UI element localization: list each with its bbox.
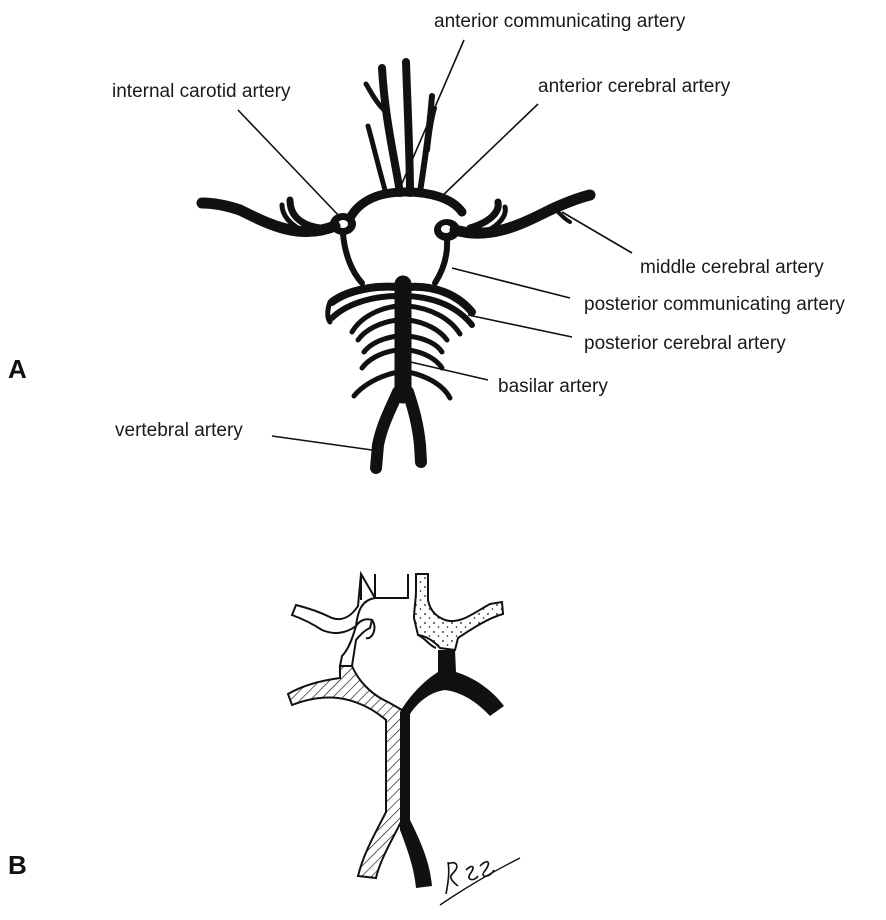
- label-anterior-communicating: anterior communicating artery: [434, 11, 686, 32]
- label-posterior-communicating: posterior communicating artery: [584, 294, 845, 315]
- internal-carotid-nodes: [330, 213, 460, 241]
- label-anterior-cerebral: anterior cerebral artery: [538, 76, 731, 97]
- left-hatched-vessel: [288, 666, 402, 878]
- right-anterior-dotted: [414, 574, 503, 650]
- vertebral-artery-shapes: [376, 392, 421, 468]
- label-vertebral: vertebral artery: [115, 420, 243, 441]
- panel-label-b: B: [8, 850, 27, 880]
- panel-a-diagram: [202, 62, 590, 468]
- label-basilar: basilar artery: [498, 376, 608, 397]
- panel-b-diagram: [288, 574, 504, 888]
- label-middle-cerebral: middle cerebral artery: [640, 257, 824, 278]
- anterior-cerebral-branches: [366, 62, 435, 193]
- artist-signature: [440, 858, 520, 905]
- middle-cerebral-branches: [202, 195, 590, 233]
- anterior-arc: [350, 192, 462, 218]
- label-internal-carotid: internal carotid artery: [112, 81, 291, 102]
- posterior-communicating: [343, 234, 447, 283]
- right-black-vessel: [400, 650, 504, 888]
- left-anterior-white: [292, 574, 408, 633]
- label-posterior-cerebral: posterior cerebral artery: [584, 333, 786, 354]
- panel-label-a: A: [8, 354, 27, 384]
